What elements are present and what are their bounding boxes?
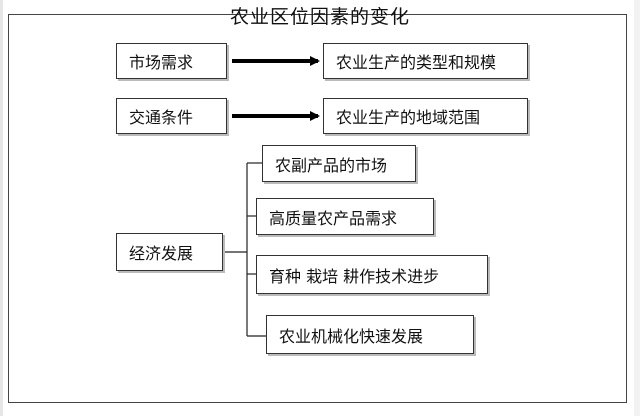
node-economy: 经济发展 (116, 233, 223, 271)
node-market-demand: 市场需求 (116, 43, 227, 79)
node-production-type: 农业生产的类型和规模 (323, 43, 528, 79)
node-transport: 交通条件 (116, 98, 227, 134)
node-economy-branch-3-label: 育种 栽培 耕作技术进步 (269, 266, 440, 286)
node-economy-branch-2: 高质量农产品需求 (256, 198, 434, 235)
node-economy-branch-1: 农副产品的市场 (262, 145, 416, 182)
page-edge-right (634, 0, 640, 416)
node-production-type-label: 农业生产的类型和规模 (336, 53, 497, 72)
node-economy-branch-1-label: 农副产品的市场 (275, 155, 388, 175)
diagram-title: 农业区位因素的变化 (229, 6, 410, 28)
page-edge-left (0, 0, 3, 416)
node-economy-branch-3: 育种 栽培 耕作技术进步 (256, 255, 488, 294)
node-production-region: 农业生产的地域范围 (323, 98, 528, 134)
diagram-frame (8, 14, 627, 403)
node-economy-branch-4: 农业机械化快速发展 (266, 315, 474, 354)
node-market-demand-label: 市场需求 (129, 53, 194, 72)
node-economy-branch-2-label: 高质量农产品需求 (269, 208, 398, 228)
node-economy-label: 经济发展 (129, 244, 194, 263)
node-transport-label: 交通条件 (129, 108, 194, 127)
node-economy-branch-4-label: 农业机械化快速发展 (279, 326, 424, 346)
node-production-region-label: 农业生产的地域范围 (336, 108, 481, 127)
